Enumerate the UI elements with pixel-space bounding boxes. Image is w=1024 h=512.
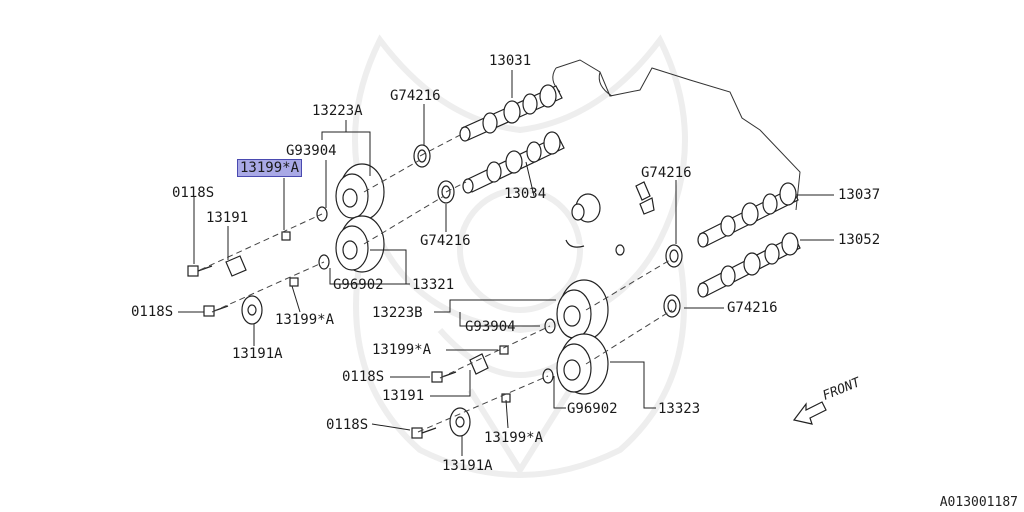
label-g93904-bottom[interactable]: G93904 bbox=[465, 319, 516, 335]
label-g96902-bottom[interactable]: G96902 bbox=[567, 401, 618, 417]
camshaft-13031 bbox=[459, 84, 563, 142]
bolts bbox=[187, 231, 511, 439]
label-g74216-right[interactable]: G74216 bbox=[641, 165, 692, 181]
document-id: A013001187 bbox=[939, 495, 1018, 510]
label-g93904-top[interactable]: G93904 bbox=[286, 143, 337, 159]
leader-lines bbox=[178, 70, 834, 456]
label-13321[interactable]: 13321 bbox=[412, 277, 455, 293]
label-13323[interactable]: 13323 bbox=[658, 401, 701, 417]
label-13037[interactable]: 13037 bbox=[838, 187, 881, 203]
label-0118s-top[interactable]: 0118S bbox=[172, 185, 215, 201]
label-13034[interactable]: 13034 bbox=[504, 186, 547, 202]
label-13031[interactable]: 13031 bbox=[489, 53, 532, 69]
label-13199a-bottom1[interactable]: 13199*A bbox=[372, 342, 432, 358]
alignment-lines bbox=[199, 133, 673, 433]
label-13223a[interactable]: 13223A bbox=[312, 103, 363, 119]
sprocket-13321 bbox=[335, 163, 385, 273]
label-0118s-bottom1[interactable]: 0118S bbox=[342, 369, 385, 385]
label-g74216-bottom[interactable]: G74216 bbox=[727, 300, 778, 316]
label-g74216-mid[interactable]: G74216 bbox=[420, 233, 471, 249]
camshaft-13034 bbox=[462, 131, 565, 194]
label-13191-bottom[interactable]: 13191 bbox=[382, 388, 425, 404]
o-rings bbox=[316, 206, 556, 384]
label-13191a-top[interactable]: 13191A bbox=[232, 346, 283, 362]
front-arrow-icon bbox=[792, 401, 827, 425]
label-0118s-mid[interactable]: 0118S bbox=[131, 304, 174, 320]
label-13199a-highlighted[interactable]: 13199*A bbox=[236, 159, 303, 177]
label-13191-top[interactable]: 13191 bbox=[206, 210, 249, 226]
sprocket-13323 bbox=[556, 279, 609, 395]
label-13199a-bottom2[interactable]: 13199*A bbox=[484, 430, 544, 446]
label-13052[interactable]: 13052 bbox=[838, 232, 881, 248]
camshaft-13037 bbox=[697, 182, 799, 248]
label-13199a-mid[interactable]: 13199*A bbox=[275, 312, 335, 328]
camshaft-13052 bbox=[697, 232, 801, 298]
misc-parts bbox=[565, 181, 655, 256]
label-g74216-top[interactable]: G74216 bbox=[390, 88, 441, 104]
label-0118s-bottom2[interactable]: 0118S bbox=[326, 417, 369, 433]
plates bbox=[225, 255, 489, 437]
label-13191a-bottom[interactable]: 13191A bbox=[442, 458, 493, 474]
label-13223b[interactable]: 13223B bbox=[372, 305, 423, 321]
label-g96902-top[interactable]: G96902 bbox=[333, 277, 384, 293]
